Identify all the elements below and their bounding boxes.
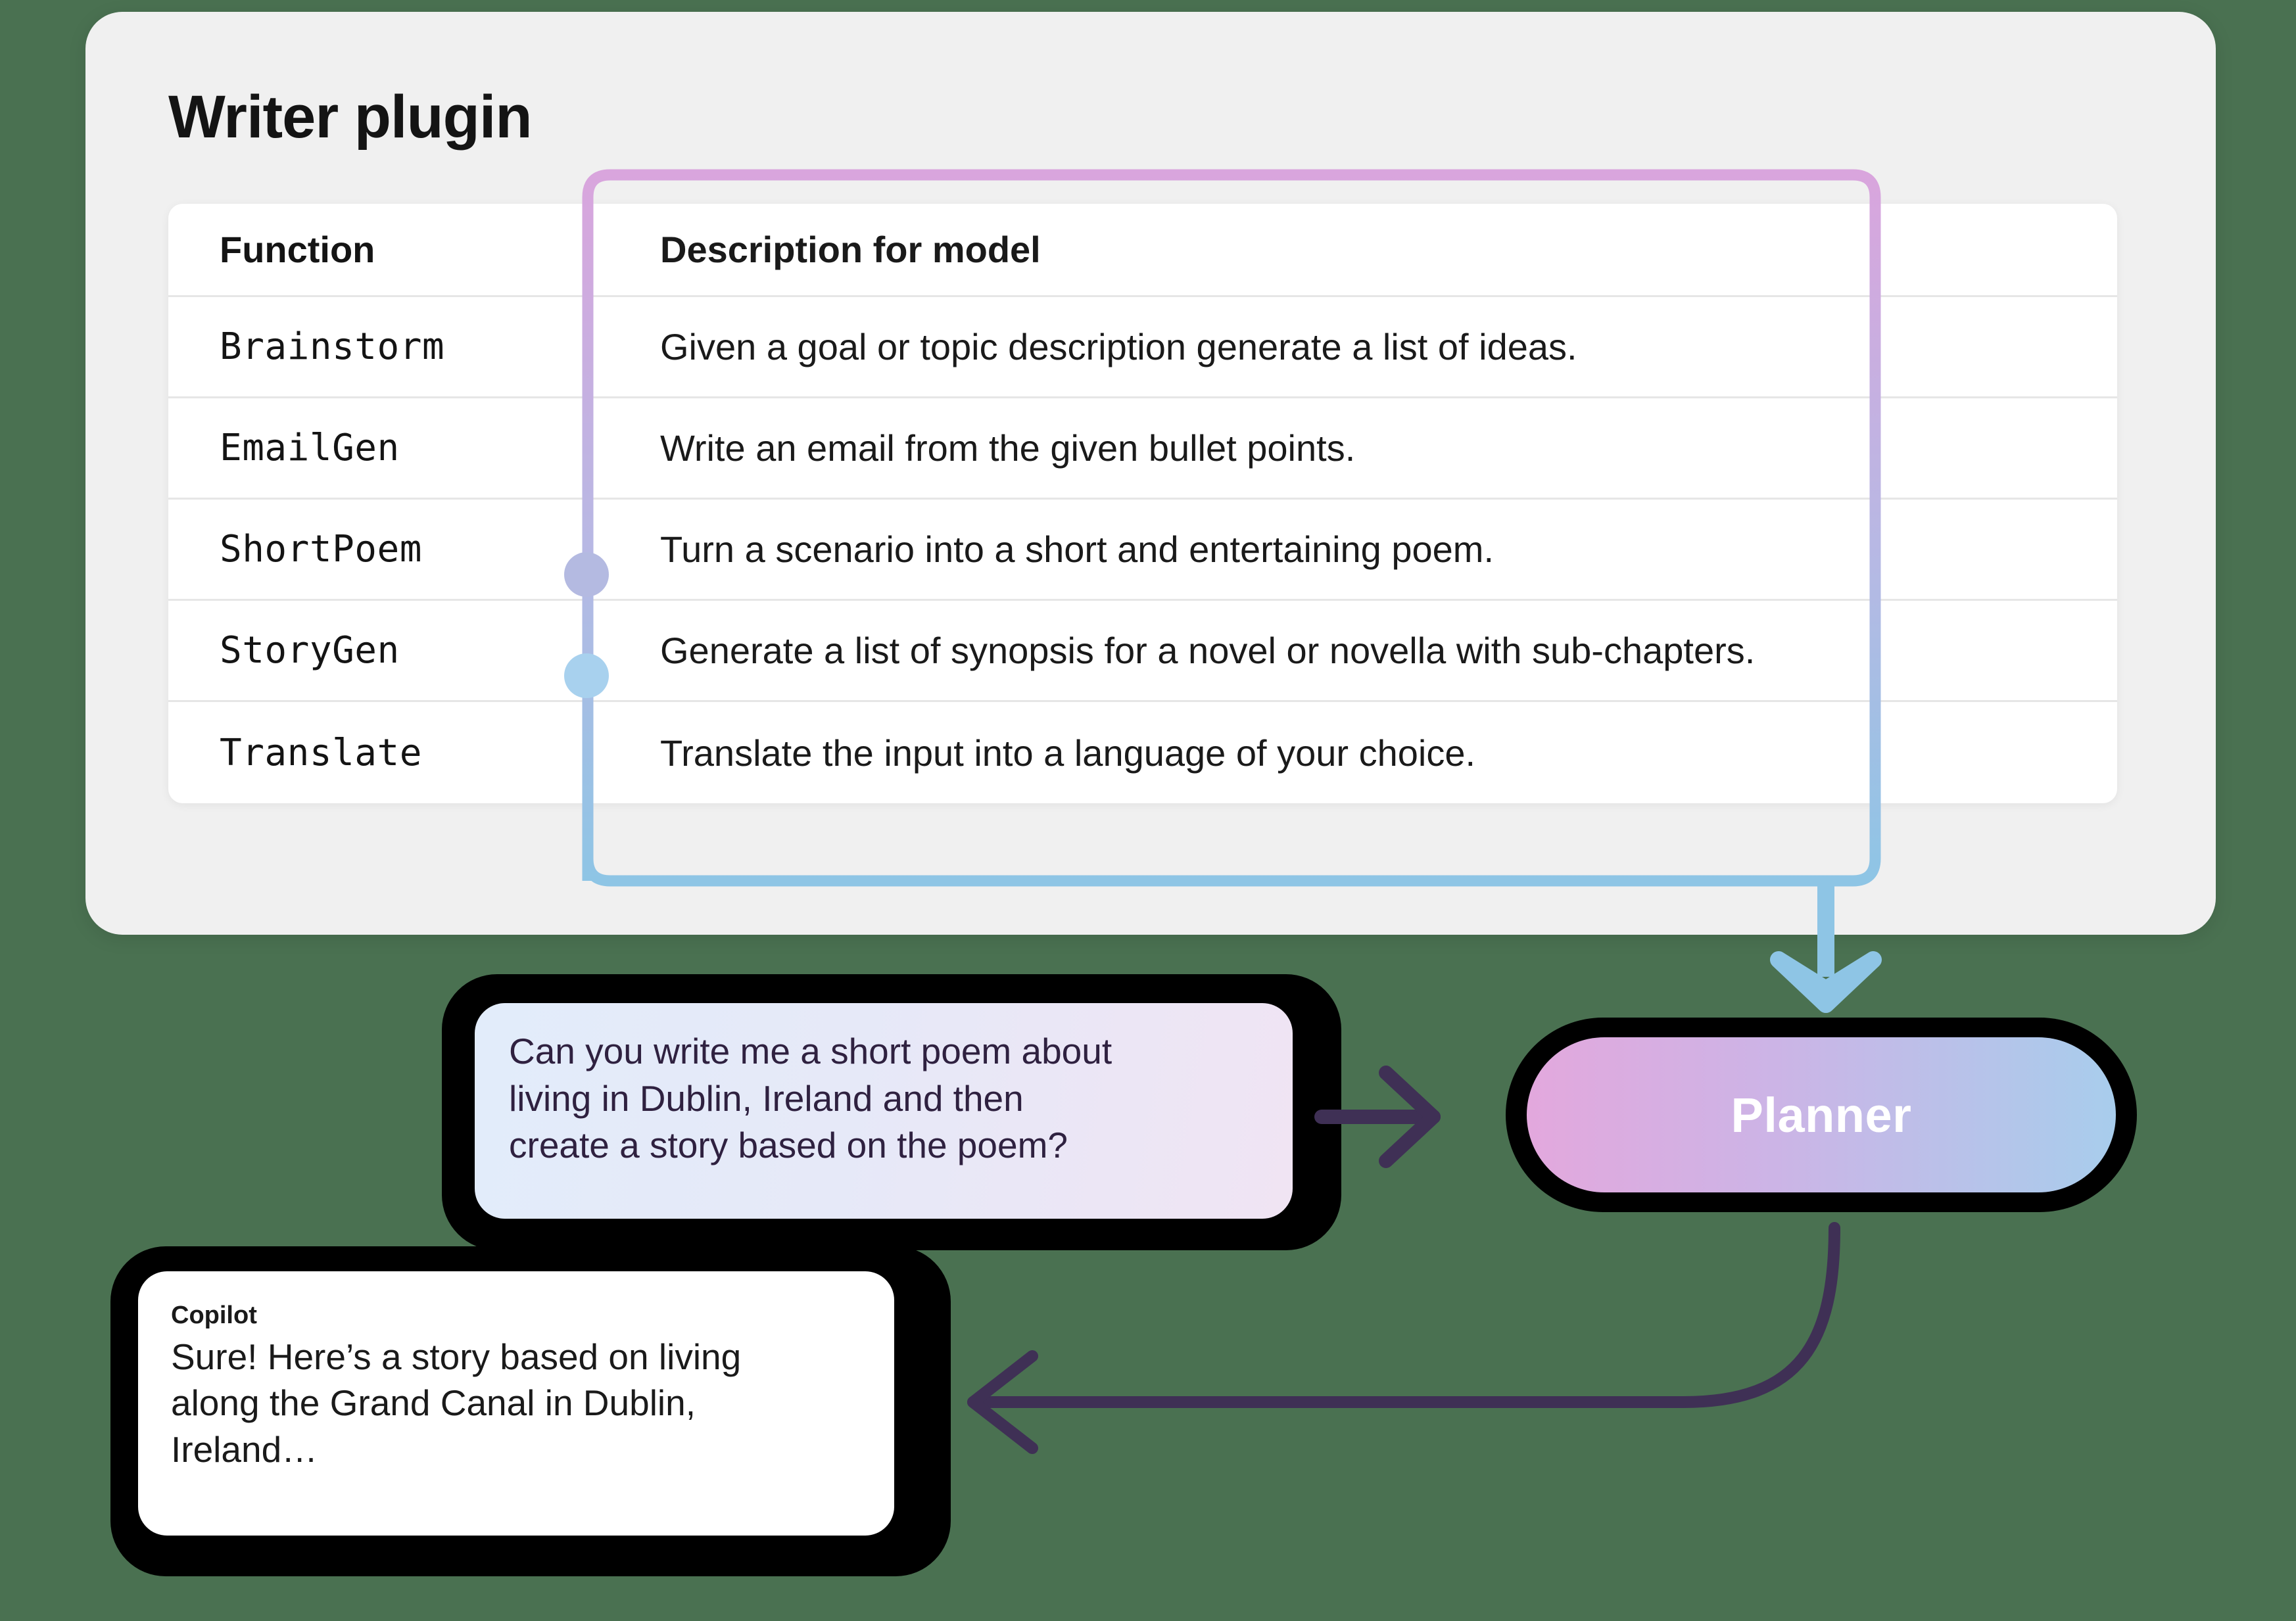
cell-description: Given a goal or topic description genera… [660, 326, 1577, 367]
user-message-inner: Can you write me a short poem about livi… [475, 1003, 1293, 1219]
column-header-function: Function [220, 229, 375, 270]
user-message-text: Can you write me a short poem about livi… [509, 1031, 1112, 1165]
planner-to-copilot-arrow [967, 1222, 1840, 1454]
cell-description: Write an email from the given bullet poi… [660, 427, 1356, 469]
user-message-bubble[interactable]: Can you write me a short poem about livi… [442, 974, 1341, 1250]
connector-dot-shortpoem [564, 552, 609, 597]
table-header-row: Function Description for model [168, 204, 2117, 297]
planner-node[interactable]: Planner [1506, 1018, 2137, 1212]
cell-description: Generate a list of synopsis for a novel … [660, 630, 1756, 671]
copilot-message-bubble[interactable]: Copilot Sure! Here’s a story based on li… [110, 1246, 951, 1576]
cell-description: Translate the input into a language of y… [660, 732, 1476, 774]
table-row[interactable]: Brainstorm Given a goal or topic descrip… [168, 297, 2117, 398]
table-row[interactable]: StoryGen Generate a list of synopsis for… [168, 601, 2117, 702]
cell-function: StoryGen [220, 629, 400, 672]
page-title: Writer plugin [168, 83, 533, 151]
copilot-sender-label: Copilot [171, 1302, 257, 1329]
cell-function: ShortPoem [220, 528, 422, 571]
column-header-description: Description for model [660, 229, 1041, 270]
table-row[interactable]: Translate Translate the input into a lan… [168, 702, 2117, 803]
table-row[interactable]: EmailGen Write an email from the given b… [168, 398, 2117, 500]
planner-label: Planner [1731, 1087, 1912, 1142]
copilot-message-inner: Copilot Sure! Here’s a story based on li… [138, 1271, 894, 1536]
cell-function: Brainstorm [220, 325, 445, 368]
copilot-message-text: Sure! Here’s a story based on living alo… [171, 1336, 742, 1470]
function-table: Function Description for model Brainstor… [168, 204, 2117, 803]
planner-node-inner: Planner [1527, 1037, 2116, 1192]
cell-function: Translate [220, 731, 422, 774]
connector-dot-storygen [564, 653, 609, 698]
table-row[interactable]: ShortPoem Turn a scenario into a short a… [168, 500, 2117, 601]
cell-description: Turn a scenario into a short and enterta… [660, 529, 1495, 570]
writer-plugin-card: Writer plugin Function Description for m… [85, 12, 2216, 935]
cell-function: EmailGen [220, 427, 400, 469]
